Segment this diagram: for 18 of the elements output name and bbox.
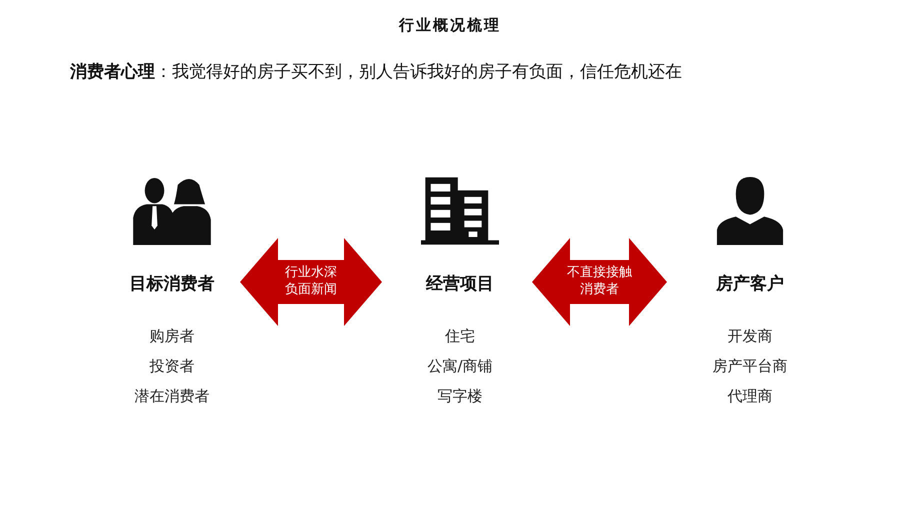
list-item: 购房者 xyxy=(148,327,196,346)
page-title: 行业概况梳理 xyxy=(398,16,502,35)
node-label: 目标消费者 xyxy=(128,273,216,295)
list-item: 公寓/商铺 xyxy=(426,357,494,376)
double-arrow xyxy=(240,238,382,326)
list-item: 代理商 xyxy=(726,387,774,406)
list-item: 住宅 xyxy=(444,327,476,346)
edge-label: 行业水深负面新闻 xyxy=(284,264,338,298)
node-label: 房产客户 xyxy=(714,273,785,295)
headline-note: 消费者心理：我觉得好的房子买不到，别人告诉我好的房子有负面，信任危机还在 xyxy=(70,61,682,83)
list-item: 写字楼 xyxy=(436,387,484,406)
list-item: 开发商 xyxy=(726,327,774,346)
list-item: 投资者 xyxy=(148,357,196,376)
list-item: 潜在消费者 xyxy=(134,387,210,406)
node-label: 经营项目 xyxy=(424,273,495,295)
edge-label: 不直接接触消费者 xyxy=(566,264,633,298)
double-arrow xyxy=(532,238,667,326)
list-item: 房产平台商 xyxy=(712,357,788,376)
